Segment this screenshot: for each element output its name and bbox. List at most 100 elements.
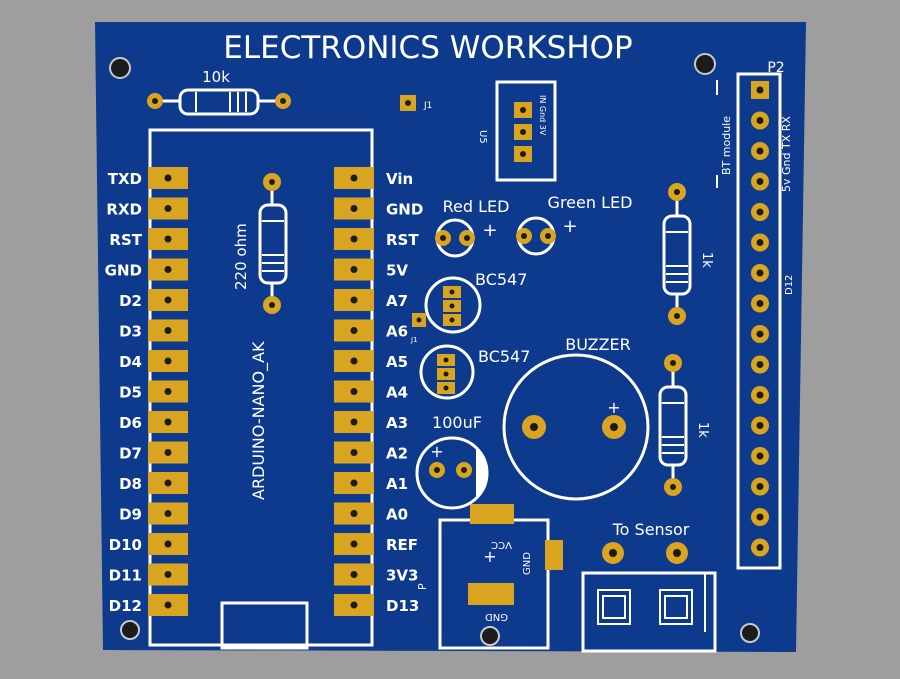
board-substrate (95, 22, 806, 652)
resistor-10k: 10k (147, 68, 291, 116)
power-vcc-label: VCC (491, 539, 512, 550)
nano-left-pin-label: D8 (119, 475, 142, 493)
nano-right-pin: A2 (334, 441, 408, 464)
p2-pin (751, 111, 769, 130)
nano-right-pin-label: Vin (386, 170, 413, 188)
nano-right-pin: REF (334, 533, 418, 555)
mounting-hole-top-right (694, 53, 716, 75)
d12-side-label: D12 (784, 275, 795, 295)
nano-left-pin-label: D5 (119, 384, 142, 402)
red-led: Red LED + (435, 197, 510, 258)
green-led-label: Green LED (548, 193, 633, 212)
capacitor-label: 100uF (432, 413, 482, 432)
nano-right-pin-label: GND (386, 201, 423, 219)
nano-left-pin: D12 (109, 594, 188, 616)
p2-pin (751, 538, 769, 557)
transistor-1-label: BC547 (475, 270, 527, 289)
p2-pin (751, 416, 769, 435)
p2-pin (751, 142, 769, 160)
nano-right-pin-label: 3V3 (386, 567, 418, 585)
nano-right-pin: RST (334, 228, 419, 250)
nano-right-pin: D13 (334, 594, 419, 616)
resistor-220-label: 220 ohm (232, 223, 250, 290)
p2-pin (751, 386, 769, 404)
nano-left-pin-label: RST (109, 231, 142, 249)
nano-left-pin: D10 (109, 533, 188, 555)
capacitor-plus: + (430, 442, 443, 461)
p2-pin (751, 325, 769, 343)
nano-left-pin: TXD (108, 167, 188, 189)
nano-left-pin: GND (105, 258, 188, 281)
nano-right-pin-label: A1 (386, 475, 408, 493)
to-sensor-label: To Sensor (612, 520, 690, 539)
p2-pin (751, 477, 769, 496)
green-led-plus: + (562, 216, 577, 237)
resistor-10k-label: 10k (202, 68, 230, 86)
bt-module-header: BT module 5v Gnd TX RX D12 P2 (716, 60, 795, 570)
nano-right-pin-label: A3 (386, 414, 408, 432)
nano-right-pin: A4 (334, 380, 408, 403)
power-gnd-side-label: GND (522, 552, 533, 575)
bt-module-label: BT module (720, 116, 733, 175)
nano-right-pin: 5V (334, 258, 408, 281)
nano-right-pin: GND (334, 197, 423, 220)
red-led-plus: + (482, 220, 497, 241)
buzzer: BUZZER + (502, 335, 650, 501)
transistor-bc547-2: BC547 (419, 344, 530, 400)
nano-right-pin: A7 (334, 289, 408, 311)
nano-right-pin-label: 5V (386, 262, 408, 280)
nano-left-pin: RXD (106, 197, 188, 220)
capacitor-100uf: 100uF + (415, 413, 489, 510)
resistor-1k-b: 1k (658, 354, 710, 496)
nano-left-pin-label: D11 (109, 567, 142, 585)
nano-right-pin-label: A2 (386, 445, 408, 463)
nano-right-pin: A3 (334, 411, 408, 433)
board-title: ELECTRONICS WORKSHOP (223, 30, 632, 66)
green-led: Green LED + (516, 193, 633, 256)
usb-connector-outline (220, 601, 309, 650)
nano-left-pin-label: D3 (119, 323, 142, 341)
p2-pin (751, 203, 769, 221)
nano-right-pin: A5 (334, 350, 408, 372)
nano-right-pin: 3V3 (334, 563, 418, 586)
p2-pin (751, 355, 769, 374)
nano-left-pin-label: D4 (119, 353, 142, 371)
power-gnd-label: GND (485, 611, 508, 622)
jumper-j1-small: J1 (410, 313, 426, 344)
bt-pins-label: 5v Gnd TX RX (780, 116, 793, 192)
mounting-holes (109, 53, 760, 646)
nano-left-pin: RST (109, 228, 188, 250)
j1-small-label: J1 (410, 336, 418, 344)
nano-right-pin-label: D13 (386, 597, 419, 615)
p2-pin-column (751, 81, 769, 557)
p2-pin (751, 447, 769, 465)
nano-right-pin-label: A6 (386, 323, 408, 341)
mounting-hole-top-left (109, 57, 131, 79)
nano-right-pin-label: A4 (386, 384, 408, 402)
nano-left-pin: D4 (119, 350, 188, 372)
p2-pin (751, 233, 769, 252)
nano-label: ARDUINO-NANO_AK (249, 341, 269, 500)
nano-left-pin-label: D12 (109, 597, 142, 615)
nano-left-pin-label: GND (105, 262, 142, 280)
buzzer-label: BUZZER (565, 335, 631, 354)
nano-left-pin-label: D7 (119, 445, 142, 463)
p2-pin (751, 294, 769, 313)
nano-left-pin-label: D2 (119, 292, 142, 310)
transistor-2-label: BC547 (478, 347, 530, 366)
nano-left-pin: D3 (119, 319, 188, 342)
resistor-1k-a-label: 1k (699, 252, 714, 268)
nano-left-pin: D8 (119, 472, 188, 494)
p2-pin (751, 508, 769, 526)
nano-right-pin-label: A7 (386, 292, 408, 310)
nano-left-pin-label: RXD (106, 201, 142, 219)
nano-right-pin: A1 (334, 472, 408, 494)
nano-right-pin-label: RST (386, 231, 419, 249)
transistor-bc547-1: BC547 (424, 270, 527, 334)
red-led-label: Red LED (443, 197, 510, 216)
regulator-u5-label: U5 (477, 130, 488, 144)
power-p-label: P (416, 583, 429, 590)
jumper-j1-label: J1 (423, 101, 432, 111)
